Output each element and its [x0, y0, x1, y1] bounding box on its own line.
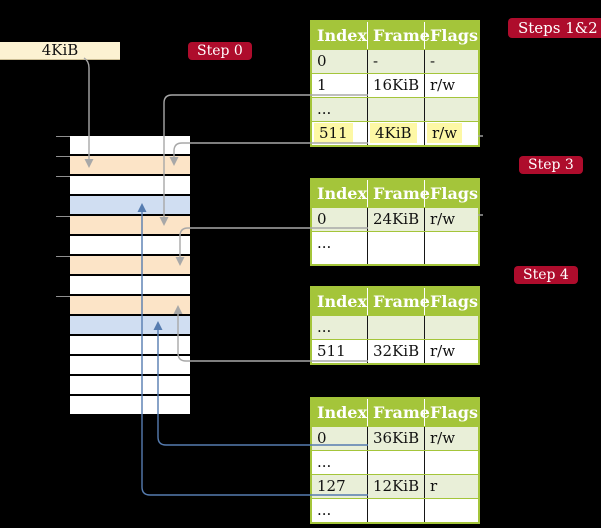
- memory-frame-row-1: [70, 156, 190, 174]
- memory-frame-row-9: [70, 316, 190, 334]
- memory-frame-row-2: [70, 176, 190, 194]
- memory-frame-row-13: [70, 396, 190, 414]
- page-size-label: 4KiB: [41, 41, 79, 59]
- memory-frame-row-8: [70, 296, 190, 314]
- col-header-frame: Frame: [368, 288, 430, 315]
- memory-frame-row-7: [70, 276, 190, 294]
- page-table-level3: Index Frame Flags 0 24KiB r/w ...: [310, 178, 480, 266]
- memory-frame-row-10: [70, 336, 190, 354]
- table-header-row: Index Frame Flags: [312, 22, 478, 49]
- badge-step-3: Step 3: [519, 156, 583, 174]
- badge-steps-1-2: Steps 1&2: [508, 18, 601, 38]
- badge-step-4: Step 4: [514, 266, 578, 284]
- table-row: ...: [312, 315, 478, 339]
- page-table-level1: Index Frame Flags 0 36KiB r/w ... 127 12…: [310, 397, 480, 524]
- col-header-index: Index: [312, 288, 368, 315]
- col-header-frame: Frame: [368, 399, 430, 426]
- table-row: 0 24KiB r/w: [312, 207, 478, 231]
- memory-frame-row-12: [70, 376, 190, 394]
- col-header-flags: Flags: [430, 184, 478, 203]
- table-row: ...: [312, 498, 478, 522]
- col-header-index: Index: [312, 399, 368, 426]
- memory-frame-row-5: [70, 236, 190, 254]
- badge-step-0: Step 0: [188, 42, 252, 60]
- table-header-row: Index Frame Flags: [312, 288, 478, 315]
- col-header-flags: Flags: [430, 292, 478, 311]
- table-header-row: Index Frame Flags: [312, 180, 478, 207]
- memory-frame-row-3: [70, 196, 190, 214]
- physical-memory-column: [70, 136, 190, 414]
- table-header-row: Index Frame Flags: [312, 399, 478, 426]
- col-header-frame: Frame: [368, 22, 430, 49]
- table-row: 127 12KiB r: [312, 474, 478, 498]
- memory-frame-row-11: [70, 356, 190, 374]
- table-row: ...: [312, 450, 478, 474]
- memory-frame-row-6: [70, 256, 190, 274]
- memory-frame-row-0: [70, 136, 190, 154]
- table-row: 0 - -: [312, 49, 478, 73]
- memory-frame-row-4: [70, 216, 190, 234]
- table-row: 1 16KiB r/w: [312, 73, 478, 97]
- col-header-frame: Frame: [368, 180, 430, 207]
- col-header-index: Index: [312, 22, 368, 49]
- table-row: 511 32KiB r/w: [312, 339, 478, 363]
- page-table-level4: Index Frame Flags 0 - - 1 16KiB r/w ... …: [310, 20, 480, 147]
- table-row-recursive-entry: 511 4KiB r/w: [312, 121, 478, 145]
- table-row: ...: [312, 97, 478, 121]
- page-size-label-box: 4KiB: [0, 42, 120, 60]
- col-header-index: Index: [312, 180, 368, 207]
- table-row: ...: [312, 231, 478, 264]
- table-row: 0 36KiB r/w: [312, 426, 478, 450]
- col-header-flags: Flags: [430, 403, 478, 422]
- col-header-flags: Flags: [430, 26, 478, 45]
- page-table-level2: Index Frame Flags ... 511 32KiB r/w: [310, 286, 480, 365]
